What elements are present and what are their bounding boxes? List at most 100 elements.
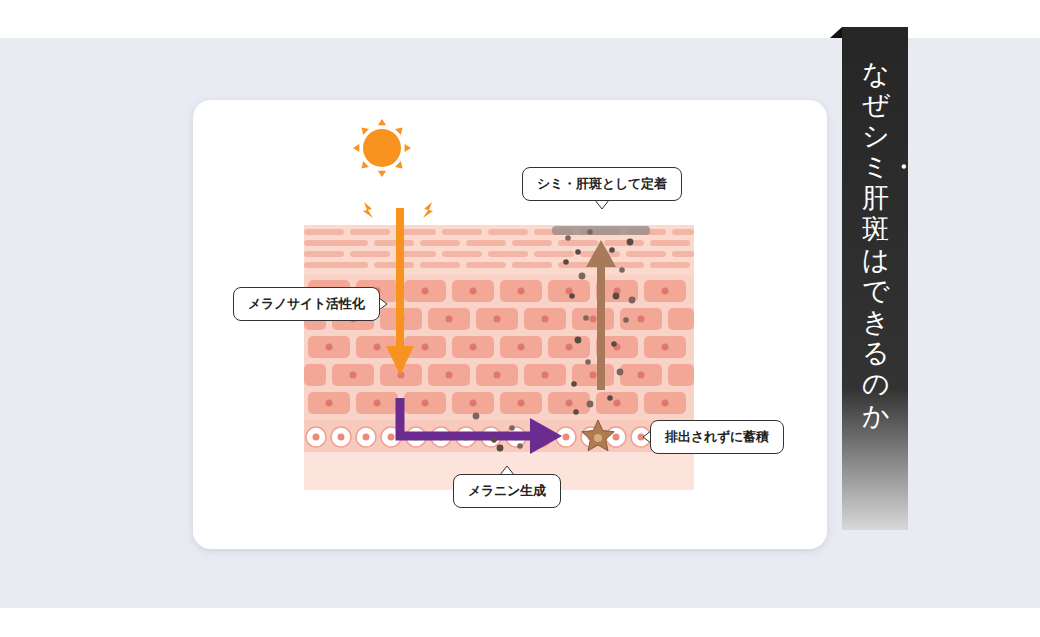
vertical-title: なぜシミ・肝斑はできるのか	[862, 58, 889, 431]
horny-cell	[558, 240, 598, 246]
callout-tail	[595, 200, 609, 209]
cell-nucleus	[662, 288, 669, 295]
horny-cell	[488, 251, 528, 257]
horny-cell	[374, 240, 414, 246]
melanin-dot	[629, 297, 636, 304]
cell-nucleus	[542, 316, 549, 323]
horny-cell	[350, 229, 390, 235]
horny-cell	[672, 251, 694, 257]
skin-cell	[500, 280, 542, 302]
horny-cell	[672, 229, 694, 235]
melanin-dot	[509, 425, 515, 431]
horny-cell	[512, 240, 552, 246]
cell-nucleus	[374, 344, 381, 351]
skin-cell	[644, 392, 686, 414]
melanin-dot	[575, 337, 582, 344]
cell-nucleus	[326, 400, 333, 407]
cell-nucleus	[350, 372, 357, 379]
melanin-dot	[491, 437, 497, 443]
melanin-dot	[473, 413, 480, 420]
melanocyte	[582, 420, 614, 451]
title-band	[842, 27, 908, 530]
horny-cell	[442, 229, 482, 235]
melanin-dot	[497, 445, 504, 452]
skin-cell	[500, 336, 542, 358]
cell-nucleus	[446, 316, 453, 323]
horny-cell	[420, 240, 460, 246]
melanin-dot	[579, 273, 586, 280]
cell-nucleus	[470, 400, 477, 407]
uv-bolt	[423, 202, 433, 218]
cell-nucleus	[518, 400, 525, 407]
callout-box: シミ・肝斑として定着	[522, 167, 682, 201]
horny-cell	[604, 240, 644, 246]
melanin-dot	[627, 239, 634, 246]
skin-cell	[644, 280, 686, 302]
skin-cell	[548, 336, 590, 358]
horny-cell	[650, 240, 690, 246]
skin-cell	[308, 392, 350, 414]
skin-cell	[548, 280, 590, 302]
cell-nucleus	[662, 344, 669, 351]
skin-cell	[620, 364, 662, 386]
basal-cell	[356, 427, 376, 447]
melanin-dot	[583, 315, 589, 321]
skin-cell	[452, 392, 494, 414]
cell-nucleus	[422, 400, 429, 407]
cell-nucleus	[363, 434, 370, 441]
melanin-dot	[565, 235, 571, 241]
cell-nucleus	[638, 372, 645, 379]
cell-nucleus	[494, 372, 501, 379]
cell-nucleus	[542, 372, 549, 379]
horny-cell	[328, 240, 368, 246]
stratum-corneum	[304, 225, 694, 275]
basal-cell	[631, 427, 651, 447]
melanin-dot	[517, 443, 523, 449]
melanin-arrow-head	[530, 418, 562, 454]
callout-text: シミ・肝斑として定着	[537, 175, 667, 193]
horny-cell	[328, 262, 368, 268]
melanin-dot	[571, 381, 577, 387]
cell-nucleus	[566, 400, 573, 407]
cell-nucleus	[338, 434, 345, 441]
callout-box: 排出されずに蓄積	[650, 420, 784, 454]
cell-nucleus	[470, 288, 477, 295]
skin-block	[304, 225, 694, 490]
melanin-dot	[563, 259, 569, 265]
melanin-dot	[607, 395, 613, 401]
horny-cell	[488, 229, 528, 235]
callout-text: メラニン生成	[468, 482, 546, 500]
cell-nucleus	[470, 344, 477, 351]
horny-cell	[466, 240, 506, 246]
skin-cell	[596, 392, 638, 414]
melanin-dot	[587, 401, 594, 408]
cell-nucleus	[374, 400, 381, 407]
basal-cell	[306, 427, 326, 447]
cell-nucleus	[518, 344, 525, 351]
skin-cell	[304, 364, 326, 386]
melanin-dot	[617, 369, 624, 376]
horny-cell	[374, 262, 414, 268]
melanin-dot	[609, 247, 615, 253]
band-fold	[830, 27, 842, 38]
horny-cell	[466, 262, 506, 268]
melanin-arrow	[400, 398, 535, 436]
callout-box: メラノサイト活性化	[233, 287, 380, 321]
cell-nucleus	[422, 288, 429, 295]
uv-arrow-head	[386, 346, 414, 375]
skin-cell	[668, 364, 694, 386]
cell-nucleus	[313, 434, 320, 441]
cell-nucleus	[446, 372, 453, 379]
skin-cell	[572, 364, 614, 386]
melanocyte-nucleus	[594, 434, 602, 442]
cell-nucleus	[614, 400, 621, 407]
melanin-dot	[575, 249, 581, 255]
uv-arrow	[396, 208, 404, 350]
skin-cell	[452, 280, 494, 302]
melanin-dot	[585, 359, 591, 365]
skin-cell	[668, 308, 694, 330]
callout-box: メラニン生成	[453, 474, 561, 508]
melanin-dot	[613, 293, 620, 300]
callout-tails	[379, 200, 651, 475]
